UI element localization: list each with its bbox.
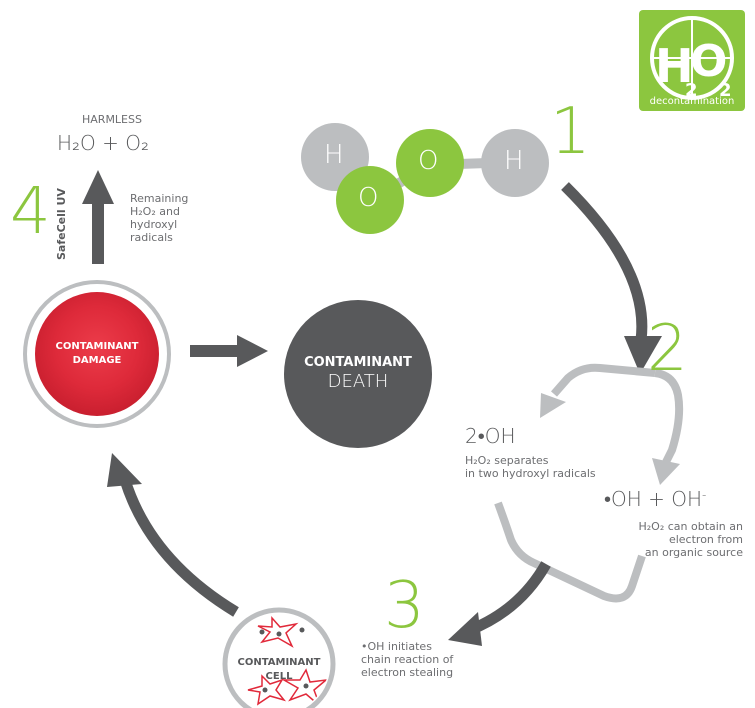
arrow-head xyxy=(82,170,114,204)
step-number-2: 2 xyxy=(647,312,688,386)
chain-reaction-description: •OH initiates chain reaction of electron… xyxy=(361,640,453,679)
logo-emblem: H O 2 2 xyxy=(650,16,734,101)
oxygen-atom xyxy=(396,129,464,197)
contaminant-cell-label: CONTAMINANT CELL xyxy=(219,656,339,684)
ion-desc-line: electron from xyxy=(668,533,743,546)
remaining-line: radicals xyxy=(130,231,173,244)
hydroxyl-title: 2•OH xyxy=(465,424,516,448)
ion-description: H₂O₂ can obtain an electron from an orga… xyxy=(607,520,743,559)
safecell-uv-label: SafeCell UV xyxy=(55,188,68,260)
ion-title: •OH + OH- xyxy=(604,487,706,512)
cell-line: CONTAMINANT xyxy=(237,657,321,668)
arrow-head xyxy=(237,335,268,367)
ion-desc-line: H₂O₂ can obtain an xyxy=(638,520,743,533)
arrow-head xyxy=(448,612,482,646)
remaining-line: hydroxyl xyxy=(130,218,178,231)
death-subtitle: DEATH xyxy=(327,371,389,392)
ion-desc-line: an organic source xyxy=(644,546,743,559)
radical-split-loop xyxy=(550,363,656,397)
ion-title-main: •OH + OH xyxy=(604,487,703,511)
logo-lettering: O xyxy=(690,36,727,87)
atom-label-o-bottom: O xyxy=(358,183,379,213)
step-number-3: 3 xyxy=(384,569,425,643)
hydroxyl-desc-line: in two hydroxyl radicals xyxy=(465,467,596,480)
arrow-cell-to-damage xyxy=(119,478,239,617)
arrow-molecule-to-radicals xyxy=(561,182,648,341)
arrow-damage-to-death xyxy=(190,345,240,357)
chain-desc-line: electron stealing xyxy=(361,666,454,679)
harmless-formula: H₂O + O₂ xyxy=(57,131,150,155)
red-splatter xyxy=(247,674,287,706)
red-splatter xyxy=(257,616,299,648)
arrow-head xyxy=(624,336,662,374)
hydrogen-atom xyxy=(481,129,549,197)
damage-line: CONTAMINANT xyxy=(55,341,139,352)
damage-line: DAMAGE xyxy=(72,355,122,366)
cell-dot xyxy=(262,687,268,693)
atom-label-h-left: H xyxy=(324,140,344,170)
cell-dot xyxy=(303,683,309,689)
remaining-line: Remaining xyxy=(130,192,189,205)
logo-lettering: 2 xyxy=(685,80,698,101)
cell-splatter-group xyxy=(247,616,329,707)
chain-desc-line: chain reaction of xyxy=(361,653,454,666)
arrow-damage-to-harmless xyxy=(92,198,104,264)
hydroxyl-description: H₂O₂ separates in two hydroxyl radicals xyxy=(465,454,596,480)
electron-source-loop xyxy=(494,501,646,603)
logo-lettering: 2 xyxy=(719,80,732,101)
remaining-line: H₂O₂ and xyxy=(130,205,180,218)
ion-title-charge: - xyxy=(702,487,707,502)
atom-label-h-right: H xyxy=(504,146,524,176)
contaminant-damage-core xyxy=(35,292,159,416)
arrow-head xyxy=(652,458,680,485)
harmless-label: HARMLESS xyxy=(82,113,142,126)
logo-caption: decontamination xyxy=(649,96,735,107)
remaining-description: Remaining H₂O₂ and hydroxyl radicals xyxy=(130,192,188,244)
cell-dot xyxy=(276,631,282,637)
atom-label-o-top: O xyxy=(418,146,439,176)
arrow-head xyxy=(540,393,566,418)
contaminant-death-circle xyxy=(284,300,432,448)
death-title: CONTAMINANT xyxy=(304,355,412,370)
cell-dot xyxy=(299,627,305,633)
contaminant-death-label: CONTAMINANT DEATH xyxy=(288,355,428,393)
logo-lettering: H xyxy=(655,39,694,93)
red-splatter xyxy=(281,668,329,707)
contaminant-damage-label: CONTAMINANT DAMAGE xyxy=(37,340,157,368)
step-number-1: 1 xyxy=(550,95,591,169)
radical-split-loop xyxy=(654,369,684,464)
arrow-head xyxy=(107,453,142,487)
oxygen-atom xyxy=(336,166,404,234)
step-number-4: 4 xyxy=(10,175,51,249)
h2o2-decontamination-logo: H O 2 2 decontamination xyxy=(639,10,745,111)
cell-line: CELL xyxy=(265,671,293,682)
chain-desc-line: •OH initiates xyxy=(361,640,432,653)
cell-dot xyxy=(259,629,265,635)
arrow-to-chain-reaction xyxy=(467,561,551,636)
hydroxyl-desc-line: H₂O₂ separates xyxy=(465,454,549,467)
